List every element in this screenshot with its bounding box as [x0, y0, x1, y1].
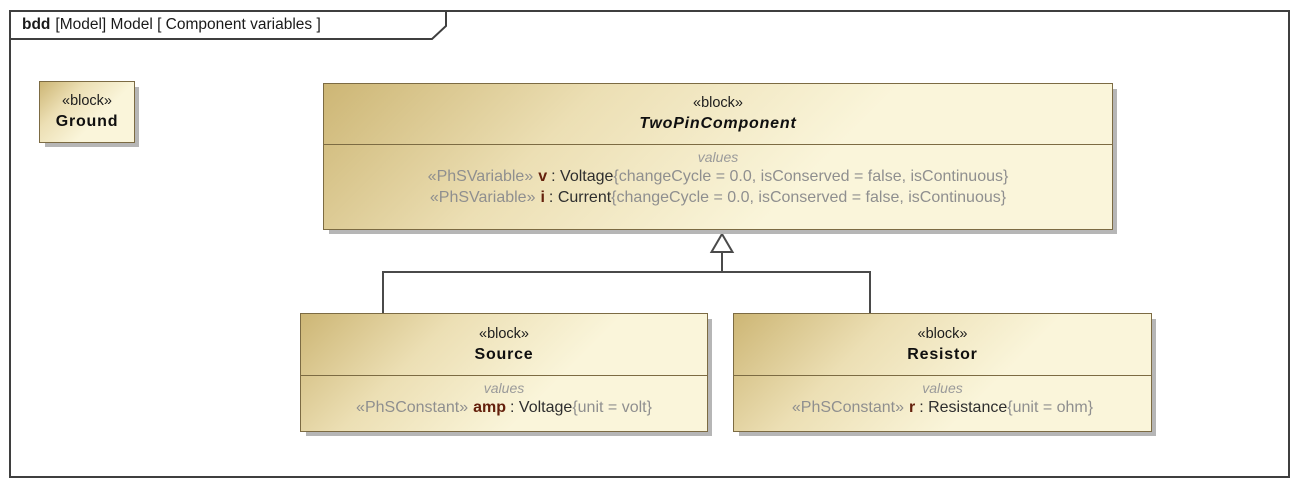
block-stereotype: «block»: [917, 325, 968, 342]
values-compartment-label: values: [697, 149, 739, 165]
property-stereotype: «PhSVariable»: [427, 168, 534, 185]
source-block[interactable]: «block» Source values «PhSConstant»amp: …: [300, 313, 708, 432]
value-property-line: «PhSConstant»r: Resistance{unit = ohm}: [734, 397, 1151, 418]
property-constraints: {changeCycle = 0.0, isConserved = false,…: [613, 168, 1009, 185]
value-property-line: «PhSVariable»i: Current{changeCycle = 0.…: [324, 187, 1112, 208]
property-name-text: i: [540, 189, 545, 206]
property-type: : Current: [548, 189, 612, 206]
property-stereotype: «PhSConstant»: [356, 399, 469, 416]
values-compartment-label: values: [483, 380, 525, 396]
property-stereotype: «PhSConstant»: [791, 399, 904, 416]
block-name: TwoPinComponent: [639, 115, 797, 132]
property-type: : Voltage: [510, 399, 573, 416]
frame-tab: [9, 10, 447, 40]
twopincomponent-block-header: «block» TwoPinComponent: [324, 84, 1112, 144]
values-compartment: values «PhSConstant»amp: Voltage{unit = …: [301, 375, 707, 418]
block-name: Ground: [55, 113, 119, 130]
diagram-frame: [9, 10, 1290, 478]
diagram-title: [Model] Model [ Component variables ]: [55, 16, 321, 33]
generalization-line[interactable]: [382, 271, 871, 314]
property-stereotype: «PhSVariable»: [429, 189, 536, 206]
generalization-arrowhead-icon: [709, 232, 735, 253]
source-block-header: «block» Source: [301, 314, 707, 375]
property-name-text: r: [908, 399, 916, 416]
frame-tab-text: bdd[Model] Model [ Component variables ]: [22, 16, 321, 34]
property-type: : Resistance: [919, 399, 1008, 416]
block-stereotype: «block»: [62, 93, 112, 109]
diagram-kind-label: bdd: [22, 16, 51, 33]
values-compartment: values «PhSConstant»r: Resistance{unit =…: [734, 375, 1151, 418]
resistor-block[interactable]: «block» Resistor values «PhSConstant»r: …: [733, 313, 1152, 432]
block-name: Source: [474, 345, 534, 363]
ground-block[interactable]: «block» Ground: [39, 81, 135, 143]
property-name-text: amp: [473, 399, 507, 416]
value-property-line: «PhSVariable»v: Voltage{changeCycle = 0.…: [324, 166, 1112, 187]
ground-block-header: «block» Ground: [40, 82, 134, 142]
property-name-text: v: [538, 168, 548, 185]
values-compartment-label: values: [922, 380, 963, 396]
property-constraints: {changeCycle = 0.0, isConserved = false,…: [611, 189, 1007, 206]
block-stereotype: «block»: [693, 95, 743, 111]
resistor-block-header: «block» Resistor: [734, 314, 1151, 375]
property-constraints: {unit = volt}: [572, 399, 652, 416]
block-name: Resistor: [907, 345, 978, 363]
block-stereotype: «block»: [479, 325, 529, 342]
values-compartment: values «PhSVariable»v: Voltage{changeCyc…: [324, 144, 1112, 208]
twopincomponent-block[interactable]: «block» TwoPinComponent values «PhSVaria…: [323, 83, 1113, 230]
property-constraints: {unit = ohm}: [1007, 399, 1094, 416]
property-type: : Voltage: [551, 168, 614, 185]
value-property-line: «PhSConstant»amp: Voltage{unit = volt}: [301, 397, 707, 418]
